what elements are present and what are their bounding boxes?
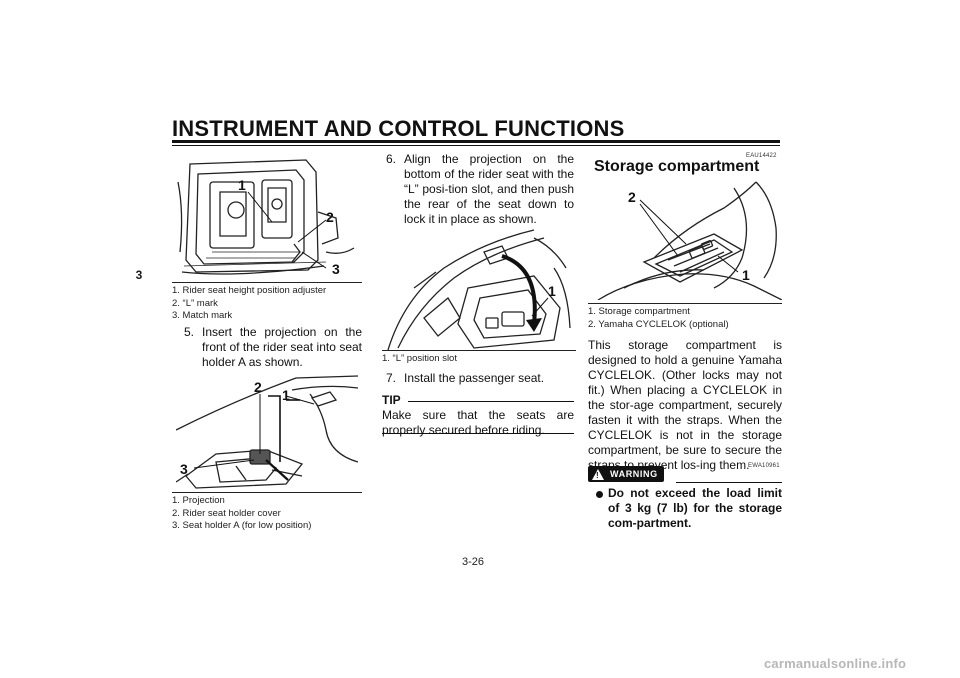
figure-storage-compartment: 2 1: [594, 178, 782, 300]
warning-label: WARNING: [610, 469, 658, 479]
fig2-caption-line: 1. Projection: [172, 495, 225, 506]
fig2-callout-3: 3: [180, 461, 188, 477]
section-title-storage: Storage compartment: [594, 158, 760, 175]
fig1-caption-line: 3. Match mark: [172, 310, 233, 321]
fig2-callout-2: 2: [254, 379, 262, 395]
code-ewa: EWA10961: [748, 463, 780, 469]
step-5: 5. Insert the projection on the front of…: [184, 325, 362, 373]
fig1-callout-3: 3: [332, 261, 340, 277]
warning-bullet-icon: [596, 491, 603, 498]
storage-paragraph: This storage compartment is designed to …: [588, 338, 782, 472]
step-7: 7. Install the passenger seat.: [386, 371, 574, 387]
fig4-callout-2: 2: [628, 189, 636, 205]
page-number: 3-26: [462, 556, 485, 568]
fig3-caption-rule: [382, 350, 576, 351]
fig3-caption: 1. “L” position slot: [382, 353, 576, 366]
warning-text: Do not exceed the load limit of 3 kg (7 …: [608, 486, 782, 530]
tip-label: TIP: [382, 393, 401, 407]
fig1-caption-rule: [172, 282, 362, 283]
fig2-caption: 1. Projection 2. Rider seat holder cover…: [172, 495, 372, 533]
step-6: 6. Align the projection on the bottom of…: [386, 152, 574, 228]
warning-triangle-icon: !: [592, 468, 604, 480]
warning-rule: [676, 482, 782, 483]
header-rule: [172, 140, 780, 143]
tip-rule-top: [408, 401, 574, 402]
figure-l-position-slot: 1: [384, 228, 576, 350]
chapter-tab[interactable]: 3: [126, 260, 152, 290]
step-text: Align the projection on the bottom of th…: [404, 152, 574, 226]
fig2-callout-1: 1: [282, 387, 290, 403]
fig1-callout-2: 2: [326, 209, 334, 225]
tip-rule-bottom: [382, 433, 574, 434]
fig2-caption-rule: [172, 492, 362, 493]
fig4-caption: 1. Storage compartment 2. Yamaha CYCLELO…: [588, 306, 782, 331]
footer-watermark: carmanualsonline.info: [764, 656, 907, 671]
fig4-caption-rule: [588, 303, 782, 304]
step-number: 6.: [386, 152, 397, 166]
fig3-callout-1: 1: [548, 283, 556, 299]
code-eau: EAU14422: [746, 153, 777, 159]
fig2-caption-line: 3. Seat holder A (for low position): [172, 520, 312, 531]
warning-badge: ! WARNING: [588, 466, 664, 482]
fig1-caption: 1. Rider seat height position adjuster 2…: [172, 285, 372, 323]
step-number: 7.: [386, 371, 397, 385]
fig4-caption-line: 1. Storage compartment: [588, 306, 690, 317]
step-text: Insert the projection on the front of th…: [202, 325, 362, 369]
fig4-caption-line: 2. Yamaha CYCLELOK (optional): [588, 318, 729, 330]
page-header-title: INSTRUMENT AND CONTROL FUNCTIONS: [172, 116, 625, 141]
fig1-caption-line: 2. “L” mark: [172, 297, 218, 309]
header-rule-thin: [172, 145, 780, 146]
fig1-caption-line: 1. Rider seat height position adjuster: [172, 285, 327, 296]
step-text: Install the passenger seat.: [404, 371, 545, 385]
figure-seat-adjuster: 1 2 3: [176, 152, 356, 282]
fig4-callout-1: 1: [742, 267, 750, 283]
fig3-caption-line: 1. “L” position slot: [382, 353, 457, 364]
step-number: 5.: [184, 325, 195, 339]
figure-seat-holder: 2 1 3: [176, 370, 358, 490]
fig2-caption-line: 2. Rider seat holder cover: [172, 507, 281, 519]
fig1-callout-1: 1: [238, 177, 246, 193]
